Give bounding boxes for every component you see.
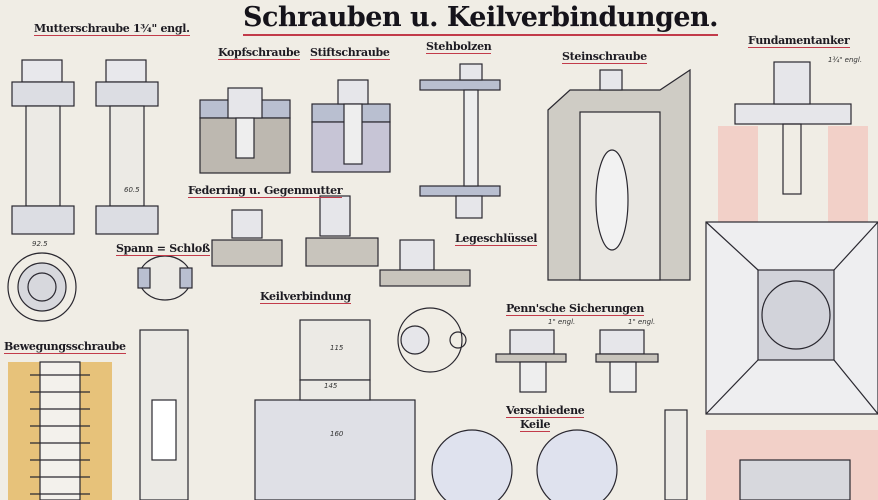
label-penn: Penn'sche Sicherungen [506, 302, 645, 316]
stehbolzen-drawing [419, 63, 501, 219]
note-dim-2: 60.5 [124, 186, 140, 194]
fundamentanker-drawing [705, 61, 878, 500]
label-kopfschraube: Kopfschraube [218, 46, 300, 60]
steinschraube-drawing [547, 68, 691, 281]
keilverbindung-drawing [254, 307, 467, 500]
bewegungsschraube-drawing [8, 361, 112, 500]
note-dim-5: 115 [330, 344, 344, 352]
label-steinschraube: Steinschraube [562, 50, 647, 64]
label-stehbolzen: Stehbolzen [426, 40, 492, 54]
spannschloss-drawing [137, 255, 193, 500]
mutterschraube-drawing [7, 59, 159, 322]
kopfschraube-drawing [199, 87, 291, 174]
note-engl-2: 1" engl. [628, 318, 656, 326]
note-dim-4: 160 [330, 430, 344, 438]
federring-drawing [211, 195, 471, 287]
note-fund-engl: 1¾" engl. [828, 56, 863, 64]
label-federring: Federring u. Gegenmutter [188, 184, 343, 198]
page-title: Schrauben u. Keilverbindungen. [243, 2, 719, 36]
label-spannschloss: Spann = Schloß [116, 242, 210, 256]
keile-drawing [431, 409, 688, 500]
label-mutterschraube: Mutterschraube 1¾" engl. [34, 22, 190, 36]
note-dim-3: 145 [324, 382, 338, 390]
label-fundamentanker: Fundamentanker [748, 34, 850, 48]
note-engl-1: 1" engl. [548, 318, 576, 326]
note-dim-1: 92.5 [32, 240, 48, 248]
label-legeschluessel: Legeschlüssel [455, 232, 538, 246]
label-keilverbindung: Keilverbindung [260, 290, 351, 304]
label-keile-1: Verschiedene [506, 404, 585, 418]
stiftschraube-drawing [311, 79, 391, 173]
label-bewegungsschraube: Bewegungsschraube [4, 340, 126, 354]
label-keile-2: Keile [520, 418, 551, 432]
label-stiftschraube: Stiftschraube [310, 46, 390, 60]
penn-drawing [495, 329, 659, 393]
